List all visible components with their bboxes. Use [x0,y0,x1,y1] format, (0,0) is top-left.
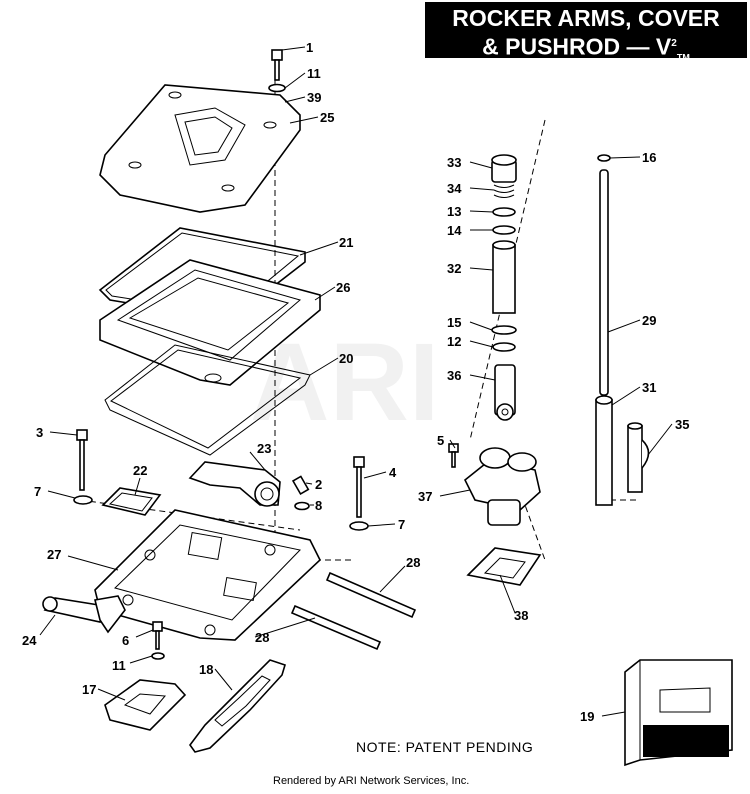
callout-4[interactable]: 4 [389,465,397,480]
callout-14[interactable]: 14 [447,223,462,238]
callout-5[interactable]: 5 [437,433,444,448]
cover-gasket [98,227,306,321]
callout-27[interactable]: 27 [47,547,61,562]
callout-2[interactable]: 2 [315,477,322,492]
rocker-shaft [290,604,382,651]
callouts: 1 11 39 25 21 26 20 3 22 23 2 8 4 7 7 27… [22,40,689,724]
callout-22[interactable]: 22 [133,463,147,478]
callout-32[interactable]: 32 [447,261,461,276]
callout-3[interactable]: 3 [36,425,43,440]
callout-17[interactable]: 17 [82,682,96,697]
pushrod-cover-tube [492,240,516,314]
callout-25[interactable]: 25 [320,110,334,125]
callout-6[interactable]: 6 [122,633,129,648]
callout-28[interactable]: 28 [255,630,269,645]
callout-37[interactable]: 37 [418,489,432,504]
gasket [189,659,286,753]
upper-rocker-cover [99,84,301,213]
patent-note: NOTE: PATENT PENDING [356,739,534,755]
tappet-block [463,447,541,526]
washer [349,521,369,531]
callout-28[interactable]: 28 [406,555,420,570]
pushrod [599,169,609,396]
callout-12[interactable]: 12 [447,334,461,349]
callout-16[interactable]: 16 [642,150,656,165]
render-credit: Rendered by ARI Network Services, Inc. [273,775,470,787]
callout-13[interactable]: 13 [447,204,461,219]
washer [268,83,286,93]
callout-34[interactable]: 34 [447,181,462,196]
o-ring [492,225,516,235]
title-trademark: TM [676,52,690,63]
spring [493,184,515,198]
cover-screw [271,49,283,81]
callout-15[interactable]: 15 [447,315,461,330]
middle-rocker-cover [99,259,321,386]
screw [448,443,459,468]
washer [294,501,310,511]
lower-tube [494,364,516,421]
callout-19[interactable]: 19 [580,709,594,724]
callout-35[interactable]: 35 [675,417,689,432]
title-superscript: 2 [671,38,677,49]
washer [492,342,516,352]
small-gasket [101,487,162,516]
callout-29[interactable]: 29 [642,313,656,328]
washer [492,207,516,217]
gasket [466,547,542,586]
title-line-1: ROCKER ARMS, COVER [452,5,720,31]
o-ring [491,325,517,335]
callout-23[interactable]: 23 [257,441,271,456]
rocker-arm [42,595,126,634]
diagram-title: ROCKER ARMS, COVER & PUSHROD — V2TM [425,2,747,62]
screw [152,621,163,650]
title-line-2: & PUSHROD — V2TM [425,31,747,70]
callout-20[interactable]: 20 [339,351,353,366]
base-gasket [104,344,311,456]
callout-39[interactable]: 39 [307,90,321,105]
callout-38[interactable]: 38 [514,608,528,623]
washer [151,652,165,660]
callout-18[interactable]: 18 [199,662,213,677]
washer [597,154,611,162]
rocker-arm [188,461,281,507]
callout-36[interactable]: 36 [447,368,461,383]
leader-lines [39,46,673,717]
gasket [104,679,187,731]
callout-31[interactable]: 31 [642,380,656,395]
pushrod-tube [595,395,613,506]
rocker-housing [94,509,321,641]
callout-11[interactable]: 11 [112,658,126,673]
callout-33[interactable]: 33 [447,155,461,170]
rocker-shaft [325,571,417,619]
long-bolt [76,429,88,491]
kit-box [624,659,733,767]
pushrod-tube-cover [627,422,650,493]
callout-7[interactable]: 7 [34,484,41,499]
callout-26[interactable]: 26 [336,280,350,295]
callout-8[interactable]: 8 [315,498,322,513]
callout-24[interactable]: 24 [22,633,37,648]
callout-21[interactable]: 21 [339,235,353,250]
callout-11[interactable]: 11 [307,66,321,81]
washer [73,495,93,505]
title-line-2-text: & PUSHROD — V [482,33,672,60]
screw [291,475,310,496]
callout-7[interactable]: 7 [398,517,405,532]
callout-1[interactable]: 1 [306,40,313,55]
long-bolt [353,456,365,518]
